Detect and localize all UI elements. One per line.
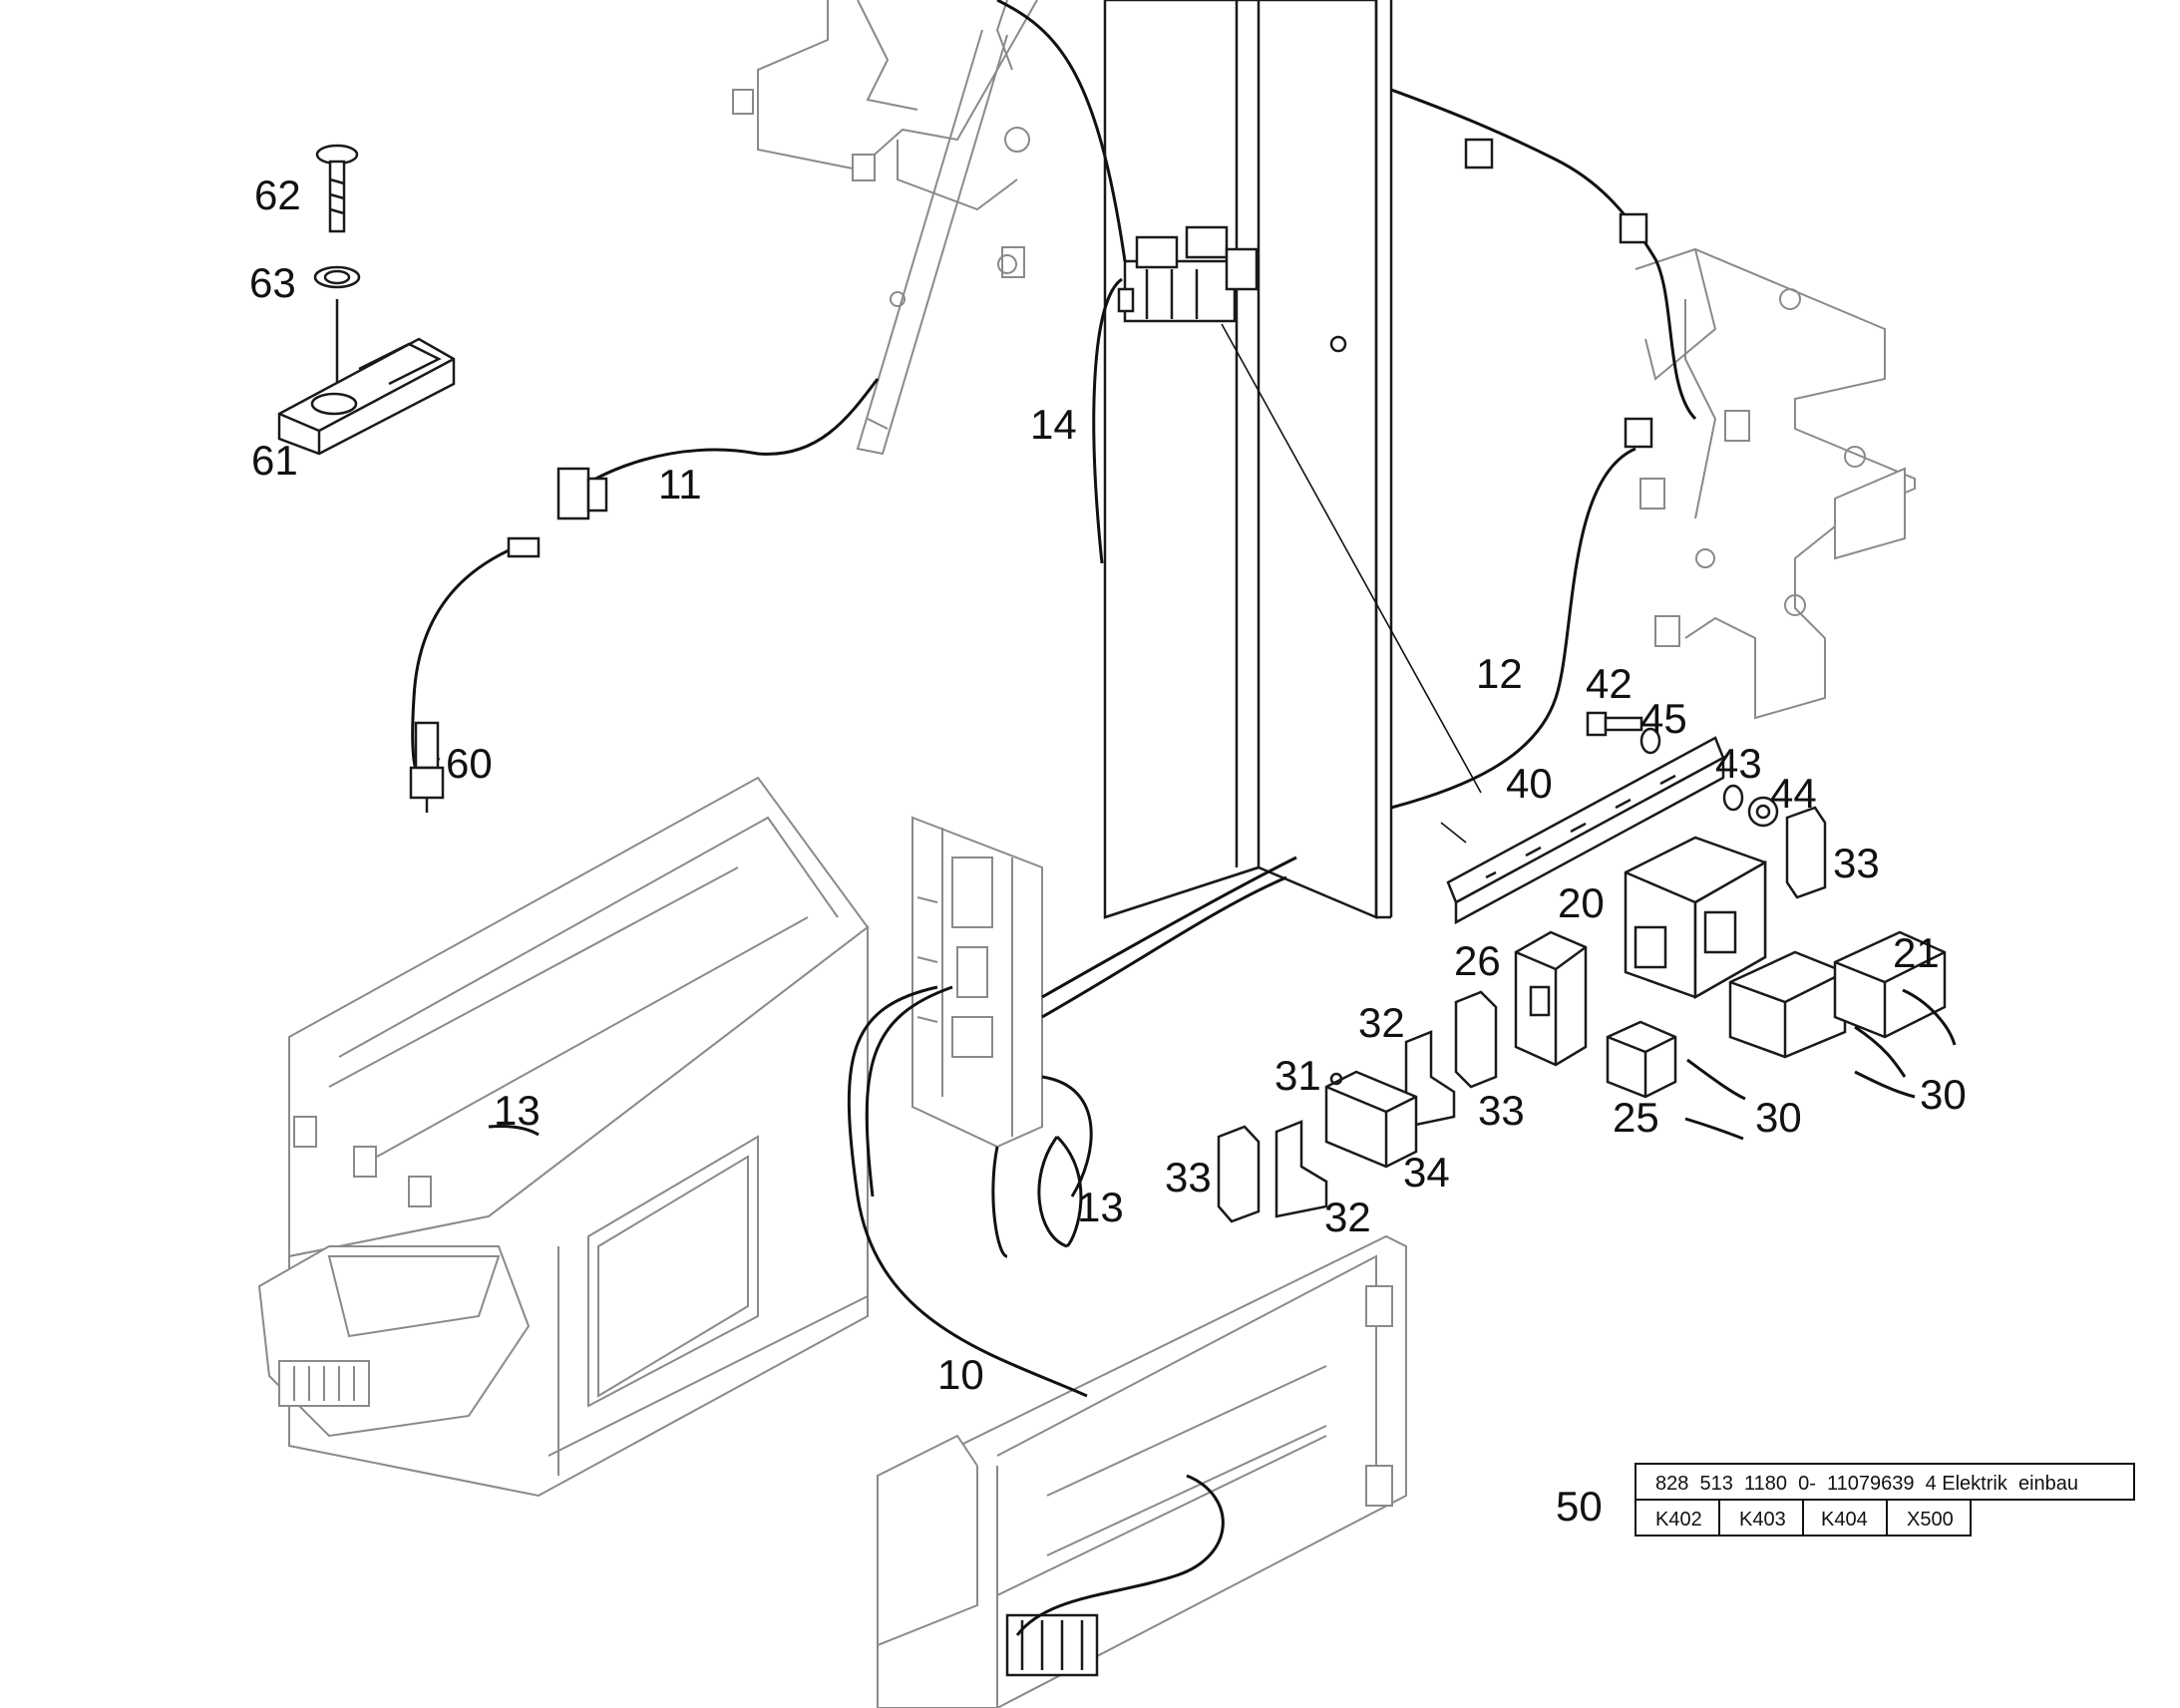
callout-45: 45 [1640, 695, 1687, 742]
relays-21 [1728, 930, 1947, 1059]
callout-33-left: 33 [1165, 1154, 1212, 1200]
label-50-table: 828 513 1180 0- 11079639 4 Elektrik einb… [1635, 1463, 2135, 1537]
label-50-row1: 828 513 1180 0- 11079639 4 Elektrik einb… [1655, 1473, 2078, 1495]
label-50-cell-4: X500 [1907, 1509, 1954, 1531]
callout-34: 34 [1403, 1149, 1450, 1196]
label-50-cell-3: K404 [1821, 1509, 1868, 1531]
relay-bases-20 [1624, 836, 1767, 1000]
leader-lines [1221, 323, 1482, 844]
callout-31: 31 [1274, 1052, 1321, 1099]
cover-33-middle [1454, 990, 1498, 1089]
callout-40: 40 [1506, 760, 1553, 807]
callout-44: 44 [1770, 770, 1817, 817]
separator-32-lower [1274, 1120, 1328, 1218]
callout-21: 21 [1893, 929, 1940, 976]
sensor-60 [409, 721, 445, 813]
terminal-module-31-34 [1324, 1070, 1418, 1169]
callout-43: 43 [1715, 740, 1762, 787]
callout-12: 12 [1476, 650, 1523, 697]
callout-11: 11 [658, 461, 702, 508]
rail-fasteners [1586, 711, 1779, 828]
callout-14: 14 [1030, 401, 1077, 448]
callout-60: 60 [446, 740, 493, 787]
callout-33-top-right: 33 [1833, 840, 1880, 886]
cable-harness [411, 0, 1697, 1636]
cable-11 [557, 378, 880, 506]
callout-61: 61 [251, 437, 298, 484]
circuit-board [911, 816, 1043, 1149]
callout-labels: 62 63 61 11 14 60 12 42 45 43 44 40 33 2… [249, 171, 1967, 1530]
callout-62: 62 [254, 171, 301, 218]
callout-30-right: 30 [1920, 1071, 1967, 1118]
cover-33-top-right [1785, 806, 1827, 899]
lower-left-enclosure [257, 776, 870, 1498]
right-bracket-frame [1635, 247, 1916, 720]
vertical-column [1103, 0, 1393, 919]
lower-right-mounting-plate [877, 1234, 1407, 1708]
callout-26: 26 [1454, 937, 1501, 984]
callout-20: 20 [1558, 879, 1605, 926]
callout-32-lower: 32 [1324, 1194, 1371, 1240]
upper-left-bracket-frame [732, 0, 1038, 456]
wire-jumpers-30 [1684, 988, 1957, 1141]
cable-13 [991, 1135, 1083, 1258]
column-terminal-block [1117, 225, 1259, 323]
fastening-kit [277, 144, 456, 456]
label-50-cell-1: K402 [1655, 1509, 1702, 1531]
callout-63: 63 [249, 259, 296, 306]
callout-42: 42 [1586, 660, 1633, 707]
din-rail-40 [1446, 736, 1725, 925]
cover-33-left [1217, 1125, 1261, 1223]
callout-32-upper: 32 [1358, 999, 1405, 1046]
callout-25: 25 [1613, 1094, 1659, 1141]
cable-12 [1390, 447, 1636, 810]
callout-10: 10 [937, 1351, 984, 1398]
cable-connectors [507, 138, 1653, 558]
callout-50: 50 [1556, 1483, 1603, 1530]
callout-marks [488, 1125, 540, 1137]
relay-25 [1606, 1020, 1677, 1099]
covers-and-separators [1217, 806, 1827, 1223]
callout-33-middle: 33 [1478, 1087, 1525, 1134]
callout-13-lower: 13 [1077, 1184, 1124, 1230]
cable-10 [847, 985, 1088, 1398]
callout-30-middle: 30 [1755, 1094, 1802, 1141]
label-50-cell-2: K403 [1739, 1509, 1786, 1531]
relay-socket-26 [1514, 930, 1588, 1067]
cable-14 [1092, 277, 1123, 564]
